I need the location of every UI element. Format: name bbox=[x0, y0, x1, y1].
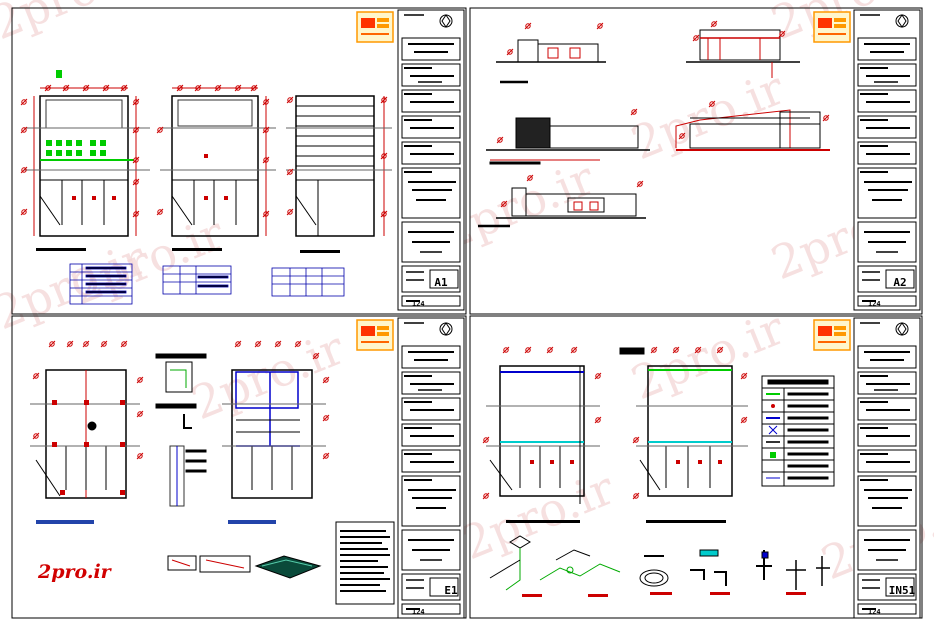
structural-plan-2 bbox=[222, 369, 326, 499]
notes-block bbox=[335, 521, 395, 605]
floor-plan-1 bbox=[24, 87, 150, 237]
schedule-table-1 bbox=[69, 263, 133, 305]
plumbing-plan-1 bbox=[486, 365, 600, 504]
elevation-1 bbox=[496, 39, 606, 84]
sheet-a1-number: 124 bbox=[412, 300, 425, 308]
svg-text:2pro.ir: 2pro.ir bbox=[64, 206, 232, 316]
schedule-table-2 bbox=[162, 265, 232, 295]
svg-text:2pro.ir: 2pro.ir bbox=[624, 61, 792, 171]
structural-details bbox=[155, 353, 207, 507]
schedule-table-3 bbox=[271, 267, 345, 297]
site-logo-text: 2pro.ir bbox=[37, 561, 113, 583]
sheet-e1: E1 124 bbox=[30, 317, 465, 619]
sheet-in51: IN51 124 bbox=[482, 317, 921, 619]
sheet-borders bbox=[11, 7, 923, 619]
sheet-in51-number: 124 bbox=[868, 608, 881, 616]
roof-plan bbox=[286, 95, 392, 237]
sheet-e1-number: 124 bbox=[412, 608, 425, 616]
watermark-group: 2pro.ir 2pro.ir 2pro.ir 2pro.ir 2pro.ir … bbox=[0, 0, 934, 590]
sheet-e1-label: E1 bbox=[444, 584, 458, 597]
plumbing-plan-2 bbox=[619, 347, 748, 497]
elevation-2 bbox=[486, 117, 650, 165]
section-2 bbox=[675, 109, 830, 151]
bottom-details bbox=[167, 555, 322, 579]
sheet-in51-label: IN51 bbox=[889, 584, 916, 597]
sheet-a1: A1 124 bbox=[20, 9, 465, 311]
plumbing-legend bbox=[761, 375, 835, 487]
sheet-a2-label: A2 bbox=[893, 276, 906, 289]
sheet-a2: A2 124 bbox=[478, 9, 921, 311]
elevation-3 bbox=[478, 187, 646, 228]
floor-plan-2 bbox=[160, 87, 276, 237]
section-1 bbox=[686, 29, 800, 78]
structural-plan-1 bbox=[30, 369, 140, 499]
floor-plan-1-hatch bbox=[40, 70, 134, 161]
sheet-a2-number: 124 bbox=[868, 300, 881, 308]
sheet-a1-label: A1 bbox=[434, 276, 448, 289]
site-logo: 2pro.ir bbox=[37, 561, 113, 583]
isometric-details bbox=[489, 535, 830, 597]
svg-text:2pro.ir: 2pro.ir bbox=[454, 461, 622, 571]
svg-text:2pro.ir: 2pro.ir bbox=[184, 321, 352, 431]
